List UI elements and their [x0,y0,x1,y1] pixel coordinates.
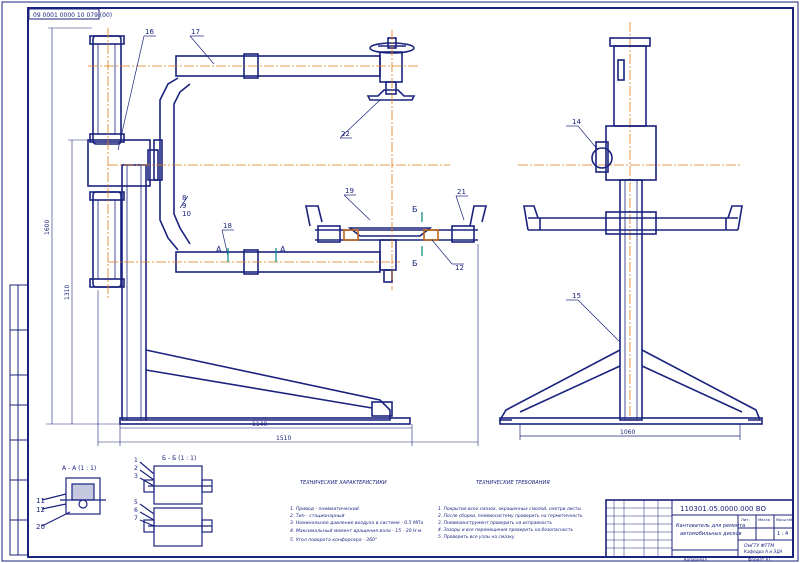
aa-callout-20: 20 [36,523,45,531]
callout-17: 17 [191,28,200,36]
tech-char-line-3: 3. Номинальное давление воздуха в систем… [290,520,423,526]
callout-10: 10 [182,210,191,218]
tech-req-line-2: 2. После сборки, пневмосистему проверить… [438,513,583,519]
callout-12: 12 [455,264,464,272]
bb-callout-5: 5 [134,499,138,506]
main-pillar [121,164,147,421]
format-label: Формат А1 [748,557,771,562]
tech-requirements: ТЕХНИЧЕСКИЕ ТРЕБОВАНИЯ 1. Покрытие всех … [438,480,583,540]
pillar-base [145,349,391,421]
callout-22: 22 [341,130,350,138]
tech-req-title: ТЕХНИЧЕСКИЕ ТРЕБОВАНИЯ [476,480,550,486]
section-b-bottom: Б [412,259,418,268]
bb-callout-7: 7 [134,515,138,522]
callout-15: 15 [572,292,581,300]
scale-label: Масштаб [776,518,793,522]
dim-total-height: 1600 [44,220,51,235]
tech-char-line-2: 2. Тип - стационарный [290,513,345,519]
dim-base-width: 1140 [252,421,267,428]
bb-callout-1: 1 [134,457,138,464]
lit-label: Лит. [741,517,750,522]
left-binding-strip [9,284,29,556]
side-callouts [519,125,741,440]
tech-req-line-5: 5. Проверить все узлы на смазку [438,534,515,540]
side-column [619,179,643,421]
aa-callout-11: 11 [36,497,45,505]
top-stamp-text: 09 0001 0000 10 079 (00) [33,12,112,19]
tech-char-line-5: 5. Угол поворота конфорсера - 360° [290,537,377,543]
drawing-name-2: автомобильных дисков [680,531,742,537]
front-view [87,35,488,425]
scale-value: 1 : 4 [777,531,788,537]
side-labels: 14 15 1060 [572,118,635,436]
aa-callout-12: 12 [36,506,45,514]
callout-19: 19 [345,187,354,195]
callout-14: 14 [572,118,581,126]
copy-label: Копировал [684,557,707,562]
front-callout-labels: 16 17 22 19 21 8 9 10 18 12 [145,28,466,272]
tech-char-line-4: 4. Максимальный момент вращения вала - 1… [290,528,422,534]
carriage [87,139,151,187]
title-block [605,499,794,558]
side-view [498,37,763,425]
org-name-2: Кафедра А и ЭДА [744,549,783,554]
section-bb-title: Б - Б (1 : 1) [162,455,196,462]
section-a-left: A [216,245,222,254]
drawing-name: Кантователь для ремонта [676,523,745,529]
section-aa-title: А - А (1 : 1) [62,465,96,472]
bb-callout-2: 2 [134,465,138,472]
callout-18: 18 [223,222,232,230]
org-name: ОмГТУ ФТТМ [744,543,774,549]
front-callouts [117,35,468,265]
dim-pillar-height: 1310 [64,285,71,300]
section-aa: А - А (1 : 1) 11 12 20 [36,465,106,531]
c-frame-arm [159,77,179,251]
front-dimension-labels: 1600 1310 1140 1510 [44,220,291,442]
lower-cylinder [92,191,122,288]
bb-callout-6: 6 [134,507,138,514]
centerlines [88,22,740,420]
callout-21: 21 [457,188,466,196]
tech-characteristics: ТЕХНИЧЕСКИЕ ХАРАКТЕРИСТИКИ 1. Привод - п… [290,480,423,543]
section-markers: A A Б Б [216,205,423,268]
section-a-right: A [280,245,286,254]
tech-char-title: ТЕХНИЧЕСКИЕ ХАРАКТЕРИСТИКИ [300,480,387,486]
callout-16: 16 [145,28,154,36]
tech-char-line-1: 1. Привод - пневматический [290,506,359,512]
callout-9: 9 [182,202,186,210]
dim-overall-width: 1510 [276,435,291,442]
front-dimensions [46,27,479,446]
section-b-top: Б [412,205,418,214]
section-bb: Б - Б (1 : 1) 1 2 3 5 6 7 [134,455,213,547]
title-block-text: 110301.05.0000.000 ВО Кантователь для ре… [676,505,793,562]
doc-code: 110301.05.0000.000 ВО [680,505,767,513]
tech-req-line-3: 3. Пневмоинструмент проверить на исправн… [438,520,552,526]
callout-8: 8 [182,194,186,202]
tech-req-line-1: 1. Покрытие всех смазок, окрашенных смол… [438,506,581,512]
bb-callout-3: 3 [134,473,138,480]
dim-side-width: 1060 [620,429,635,436]
mass-label: Масса [758,517,770,522]
top-stamp: 09 0001 0000 10 079 (00) [28,8,112,20]
side-base-legs [498,349,621,421]
drawing-frame [27,7,794,558]
upper-cylinder [92,35,122,145]
tech-req-line-4: 4. Зазоры и все перемещения проверить на… [438,527,573,533]
